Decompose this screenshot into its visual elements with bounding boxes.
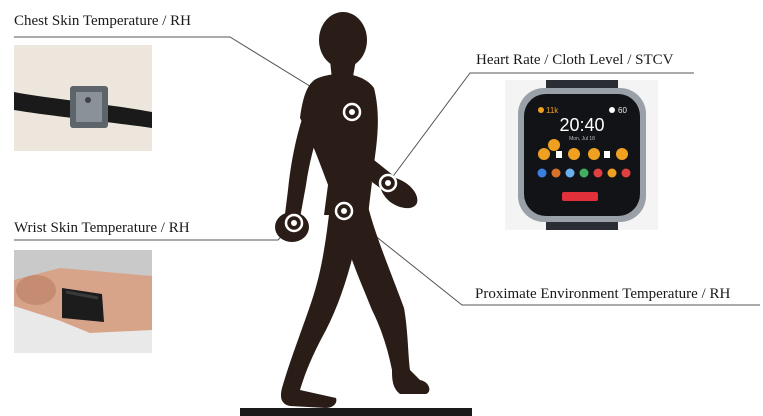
watch-heart-rate: 60 <box>618 106 627 115</box>
chest-sensor-marker <box>344 104 360 120</box>
watch-time: 20:40 <box>559 115 604 135</box>
wrist-band-photo <box>14 250 152 353</box>
watch-steps: 11k <box>546 106 559 115</box>
watch-date: Mon, Jul 18 <box>569 136 595 142</box>
environment-sensor-marker <box>336 203 352 219</box>
watch-activity-dot <box>538 107 544 113</box>
walking-person-silhouette <box>240 12 472 416</box>
wrist-sensor-marker <box>286 215 302 231</box>
watch-heart-icon <box>609 107 615 113</box>
wrist-leader-line <box>14 223 294 240</box>
head <box>319 12 367 68</box>
watch-button <box>562 192 598 201</box>
forearm-sensor-marker <box>380 175 396 191</box>
ground-platform <box>240 408 472 416</box>
chest-strap-photo <box>14 45 152 151</box>
smartwatch-photo: 11k 60 20:40 Mon, Jul 18 <box>505 80 658 230</box>
